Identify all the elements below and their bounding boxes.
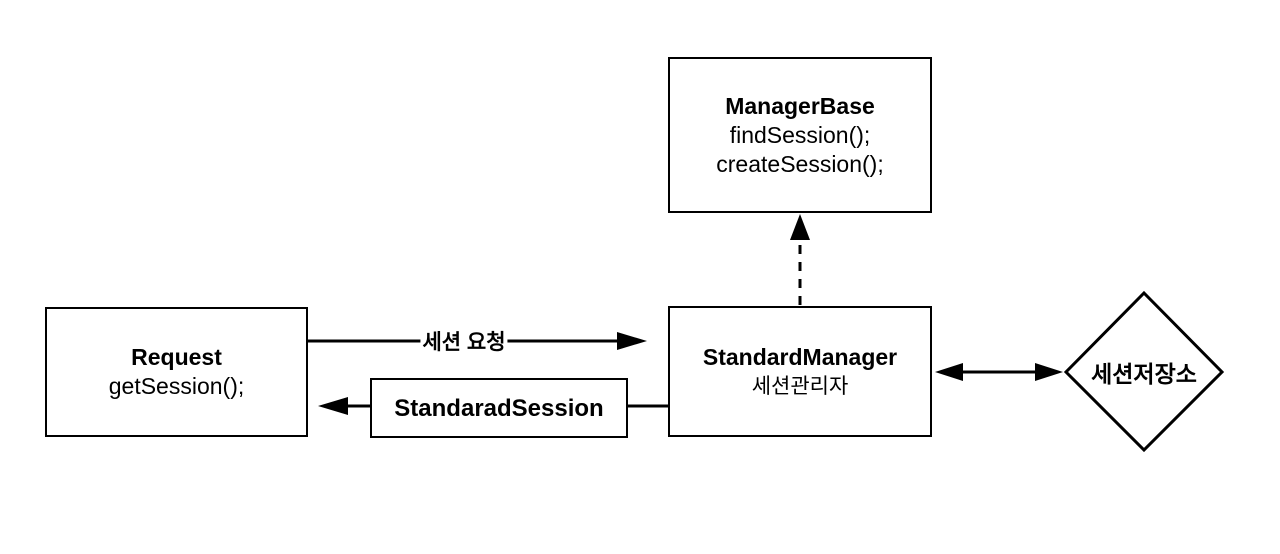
return-arrowhead-left [318,397,348,415]
request-method-getsession: getSession(); [108,373,245,399]
session-storage-label: 세션저장소 [1091,361,1197,387]
node-request: Request getSession(); [45,307,308,437]
standard-manager-subtitle: 세션관리자 [751,374,849,398]
standarad-session-title: StandaradSession [394,394,604,422]
manager-base-title: ManagerBase [725,92,875,119]
bidirectional-arrowhead-right [1035,363,1063,381]
node-manager-base: ManagerBase findSession(); createSession… [668,57,932,213]
manager-base-method-createsession: createSession(); [716,150,884,177]
request-title: Request [131,344,222,370]
session-request-arrowhead-right [617,332,647,350]
bidirectional-arrowhead-left [935,363,963,381]
standard-manager-title: StandardManager [702,343,898,370]
inheritance-arrowhead-up [790,214,810,240]
manager-base-method-findsession: findSession(); [729,121,871,148]
session-storage-diamond [1063,290,1225,453]
session-request-edge-label: 세션 요청 [420,326,508,356]
node-standard-manager: StandardManager 세션관리자 [668,306,932,437]
node-standarad-session: StandaradSession [370,378,628,438]
